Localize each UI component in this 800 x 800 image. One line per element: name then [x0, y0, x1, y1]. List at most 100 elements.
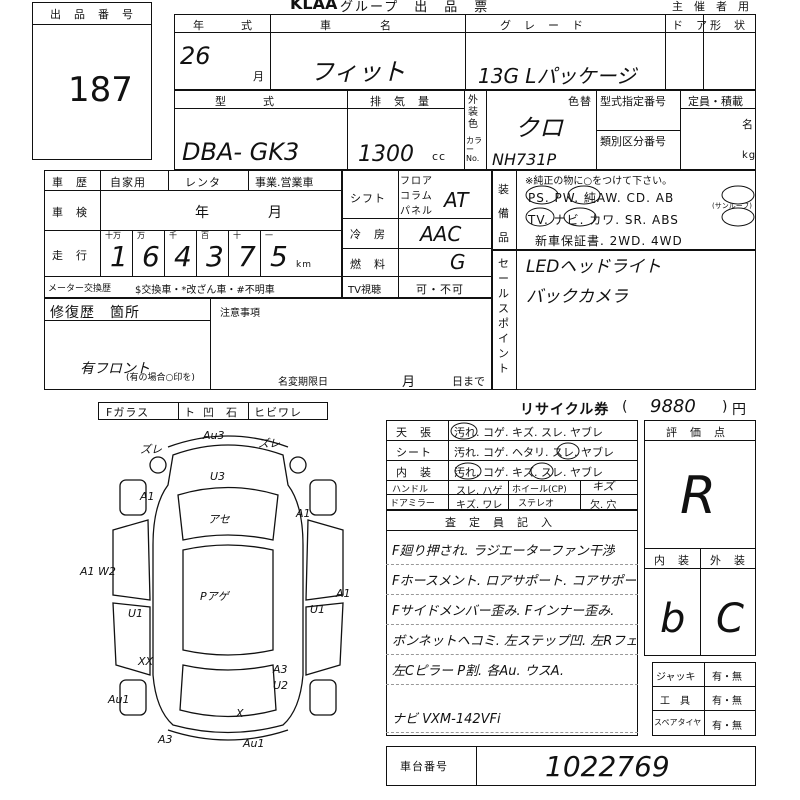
- tire-rear-right: [309, 679, 337, 716]
- diagram-label: A1: [139, 490, 155, 503]
- shift-box: [342, 170, 492, 298]
- interior-row-values-seat: 汚れ. コゲ. ヘタリ. スレ. ヤブレ: [454, 446, 614, 459]
- glass-stone: 石: [226, 406, 238, 419]
- mirror-left: [149, 456, 167, 474]
- car-trunk: [179, 664, 277, 718]
- mileage-digit-value: 4: [174, 240, 192, 273]
- fuel-label: 燃 料: [350, 258, 386, 271]
- shape-label: 形 状: [710, 19, 746, 32]
- year-value: 26: [180, 42, 211, 70]
- mileage-digit-value: 3: [206, 240, 224, 273]
- deadline-month: 月: [402, 375, 417, 390]
- chassis-box: [386, 746, 756, 786]
- interior-row-label-seat: シート: [396, 446, 432, 459]
- displacement-unit: cc: [432, 150, 447, 163]
- exterior-color-label: 外装色: [468, 95, 478, 130]
- meter-exchange-label: メーター交換歴: [48, 284, 112, 294]
- mileage-digit-label: 千: [169, 231, 177, 240]
- diagram-label: Au3: [202, 429, 225, 442]
- mileage-digit-label: 十万: [105, 231, 121, 240]
- recycle-close-paren: ): [722, 399, 729, 415]
- tv-label: TV視聴: [348, 285, 381, 296]
- history-option-business: 事業.営業車: [255, 176, 314, 189]
- chassis-label: 車台番号: [400, 760, 448, 773]
- deadline-label: 名変期限日: [278, 377, 328, 388]
- ac-value: AAC: [420, 222, 462, 246]
- header-title: グループ 出 品 票: [340, 0, 490, 15]
- diagram-label: Pアゲ: [200, 590, 231, 603]
- ac-label: 冷 房: [350, 228, 386, 241]
- handle-values: スレ. ハゲ: [456, 486, 503, 497]
- inspector-label: 査 定 員 記 入: [445, 516, 553, 529]
- repair-label: 修復歴 箇所: [50, 305, 140, 321]
- diagram-label: A1: [295, 507, 311, 520]
- car-hood: [177, 486, 279, 541]
- diagram-label: A3: [272, 663, 288, 676]
- displacement-value: 1300: [358, 142, 414, 167]
- color-code-value: NH731P: [492, 150, 557, 169]
- tire-front-right: [309, 479, 337, 516]
- fuel-value: G: [450, 250, 466, 274]
- left-door-rear: [112, 602, 151, 676]
- sales-points-box: [492, 250, 756, 390]
- interior-box: [386, 420, 638, 510]
- mileage-digit-label: 百: [201, 231, 209, 240]
- diagram-label: U2: [273, 679, 288, 692]
- diagram-label: Au1: [107, 693, 130, 706]
- type-no-label: 型式指定番号: [600, 95, 666, 108]
- shift-type-column: コラム: [400, 191, 433, 202]
- car-roof: [182, 544, 274, 656]
- recycle-value: 9880: [650, 396, 696, 417]
- displacement-label: 排 気 量: [370, 95, 430, 108]
- glass-dent: 凹: [203, 406, 215, 419]
- tools-value: 有・無: [712, 696, 742, 707]
- equipment-circles: [525, 185, 755, 227]
- wheel-value: キズ: [592, 480, 614, 493]
- inspector-note-line: ナビ VXM-142VFi: [392, 712, 501, 727]
- interior-row-label-ceiling: 天 張: [396, 426, 432, 439]
- interior-circles: [450, 422, 580, 480]
- spare-label: スペアタイヤ: [654, 718, 702, 727]
- recycle-unit: 円: [732, 402, 747, 418]
- exterior-grade-value: C: [716, 596, 744, 642]
- equipment-box: [492, 170, 756, 250]
- mirror-values: キズ. ワレ: [456, 500, 503, 511]
- stereo-values: 欠. 穴: [590, 500, 617, 511]
- diagram-label: ズレ: [140, 443, 162, 456]
- color-no-label: カラーNo.: [466, 136, 482, 163]
- rating-label: 評 価 点: [666, 426, 726, 439]
- meter-exchange-options: $交換車・*改ざん車・#不明車: [135, 285, 275, 296]
- spare-value: 有・無: [712, 721, 742, 732]
- diagram-label: A1 W2: [79, 565, 116, 578]
- lot-box: [32, 2, 152, 160]
- repair-front-value: 有フロント: [80, 361, 150, 377]
- model-label: 型 式: [215, 95, 275, 108]
- interior-row-values-ceiling: 汚れ. コゲ. キズ. スレ. ヤブレ: [454, 426, 603, 439]
- color-value: クロ: [515, 114, 563, 142]
- car-damage-diagram: Au3 ズレ ズレ U3 A1 アセ A1 A1 W2 Pアゲ U1 U1 A1…: [79, 429, 351, 750]
- equipment-note: ※純正の物に○をつけて下さい。: [525, 176, 673, 187]
- right-door-front: [305, 519, 344, 601]
- interior-row-label-interior: 内 装: [396, 466, 432, 479]
- notes-label: 注意事項: [220, 308, 260, 319]
- history-label: 車 歴: [52, 176, 88, 189]
- door-label: ド ア: [672, 19, 708, 32]
- name-label: 車 名: [320, 19, 392, 32]
- mileage-digit-value: 1: [110, 240, 128, 273]
- header-logo: KLAA: [290, 0, 338, 13]
- glass-box: [98, 402, 328, 420]
- class-no-label: 類別区分番号: [600, 135, 666, 148]
- chassis-value: 1022769: [545, 750, 670, 783]
- mirror-right: [289, 456, 307, 474]
- inspector-note-line: Fサイドメンバー歪み. Fインナー歪み.: [392, 604, 615, 619]
- history-option-private: 自家用: [110, 176, 146, 189]
- glass-windshield: Fガラス: [106, 406, 150, 419]
- left-door-front: [112, 519, 151, 601]
- repair-box: [44, 298, 492, 390]
- history-box: [44, 170, 342, 298]
- interior-grade-value: b: [660, 596, 686, 642]
- jack-value: 有・無: [712, 672, 742, 683]
- diagram-label: X: [235, 707, 244, 720]
